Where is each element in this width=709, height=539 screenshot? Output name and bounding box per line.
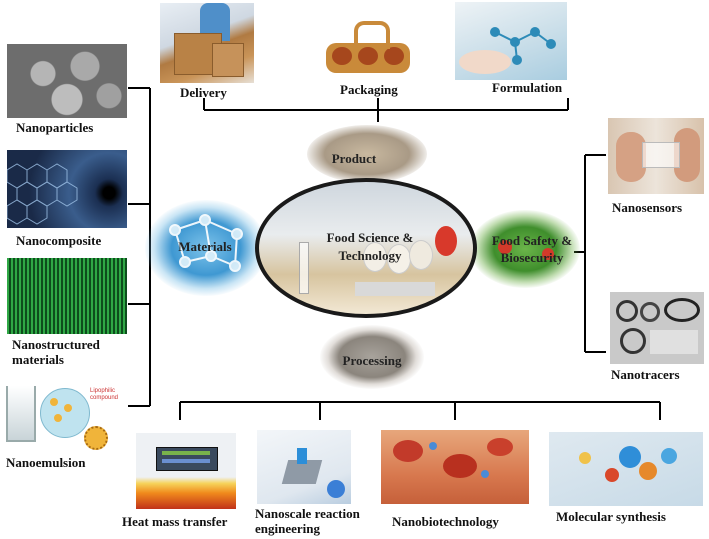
molecule-icon xyxy=(459,27,556,74)
nanotracers-image xyxy=(610,292,704,364)
hexagon-mesh-icon xyxy=(7,163,78,225)
center-title-line1: Food Science & xyxy=(326,230,414,245)
food-safety-label-1: Food Safety & xyxy=(491,233,573,248)
heat-mass-transfer-image xyxy=(136,433,236,509)
nanostructured-label: Nanostructured materials xyxy=(12,337,100,367)
product-hub xyxy=(307,125,427,183)
nanocomposite-label: Nanocomposite xyxy=(16,233,102,248)
processing-label: Processing xyxy=(342,353,402,368)
nanoemulsion-label: Nanoemulsion xyxy=(6,455,86,470)
nanoemulsion-image: Lipophilic compound xyxy=(4,382,130,452)
center-title-line2: Technology xyxy=(338,248,402,263)
molecular-synthesis-image xyxy=(549,432,703,506)
nanoscale-reaction-image xyxy=(257,430,351,504)
lattice-icon xyxy=(169,214,243,272)
packaging-image xyxy=(320,17,414,81)
nanoscale-reaction-label: Nanoscale reaction engineering xyxy=(255,506,360,536)
delivery-label: Delivery xyxy=(180,85,227,100)
processing-hub xyxy=(320,325,424,389)
heat-mass-transfer-label: Heat mass transfer xyxy=(122,514,228,529)
food-safety-hub xyxy=(470,210,580,288)
nanocomposite-image xyxy=(7,150,127,228)
nanoparticles-label: Nanoparticles xyxy=(16,120,94,135)
materials-hub xyxy=(145,200,267,296)
nanobiotechnology-label: Nanobiotechnology xyxy=(392,514,499,529)
product-label: Product xyxy=(331,151,377,166)
emulsion-caption: Lipophilic compound xyxy=(90,388,119,401)
packaging-label: Packaging xyxy=(340,82,398,97)
nanobiotechnology-image xyxy=(381,430,529,504)
nanotracers-label: Nanotracers xyxy=(611,367,680,382)
nanostructured-image xyxy=(7,258,127,334)
nanosensors-label: Nanosensors xyxy=(612,200,683,215)
food-science-center xyxy=(255,178,477,318)
molecular-synthesis-label: Molecular synthesis xyxy=(556,509,666,524)
formulation-label: Formulation xyxy=(492,80,563,95)
nanosensors-image xyxy=(608,118,704,194)
formulation-image xyxy=(455,2,567,80)
materials-label: Materials xyxy=(178,239,232,254)
nanoparticles-image xyxy=(7,44,127,118)
delivery-image xyxy=(160,3,254,83)
food-safety-label-2: Biosecurity xyxy=(500,250,564,265)
